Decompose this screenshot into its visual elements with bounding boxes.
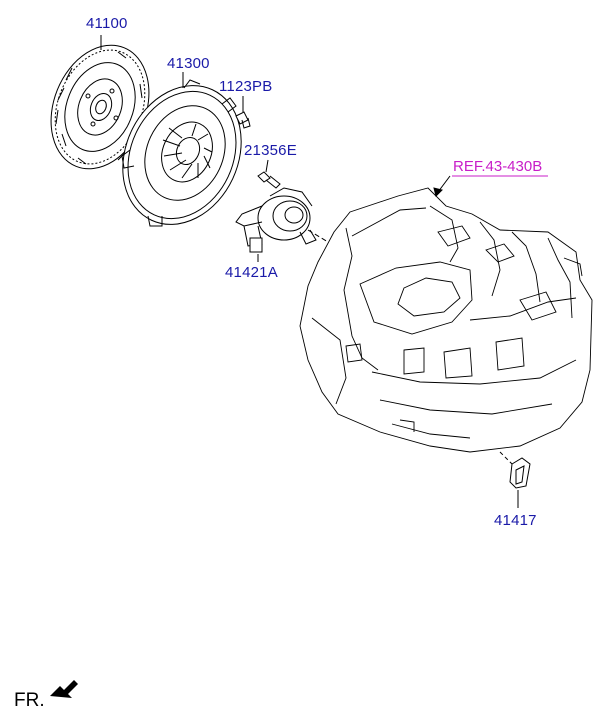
front-label: FR. bbox=[14, 690, 45, 711]
part-number-clutch-disc[interactable]: 41100 bbox=[86, 15, 128, 32]
part-number-release-cylinder[interactable]: 41421A bbox=[225, 264, 278, 281]
leader-bleeder bbox=[265, 159, 269, 173]
reference-link[interactable]: REF.43-430B bbox=[453, 158, 543, 175]
part-number-clutch-cover[interactable]: 41300 bbox=[167, 55, 210, 72]
dashed-plug-line bbox=[499, 451, 513, 465]
part-number-bleeder[interactable]: 21356E bbox=[244, 142, 297, 159]
front-direction-arrow-icon bbox=[50, 680, 78, 698]
reference-arrowhead bbox=[433, 187, 443, 197]
transmission-housing[interactable] bbox=[299, 187, 593, 453]
bleeder-screw[interactable] bbox=[257, 171, 281, 189]
dashed-assembly-line bbox=[307, 229, 339, 249]
part-number-plug[interactable]: 41417 bbox=[494, 512, 537, 529]
drain-plug[interactable] bbox=[509, 457, 531, 489]
clutch-cover[interactable] bbox=[101, 66, 263, 244]
bolt[interactable] bbox=[235, 111, 251, 129]
release-cylinder[interactable] bbox=[235, 187, 317, 253]
part-number-bolt[interactable]: 1123PB bbox=[219, 78, 273, 95]
